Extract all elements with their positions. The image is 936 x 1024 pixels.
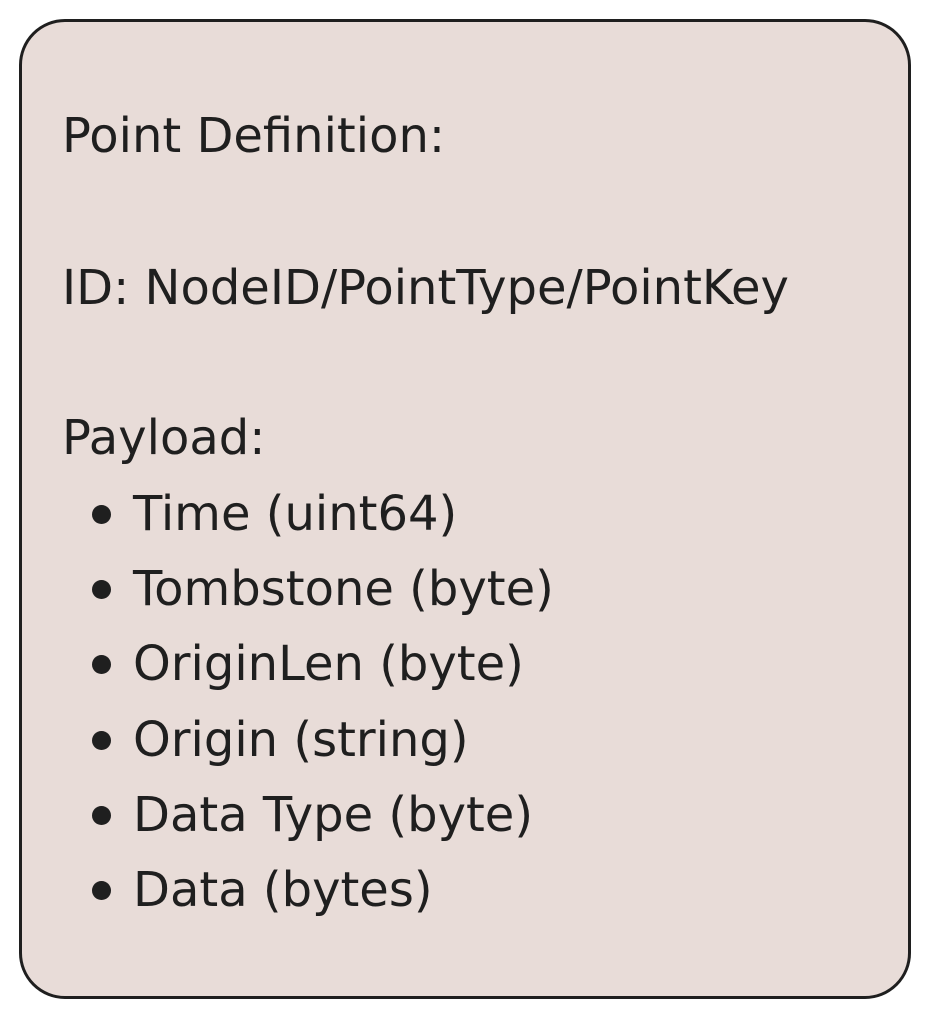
- payload-field-data-type: Data Type (byte): [92, 791, 533, 839]
- payload-field-label: OriginLen (byte): [133, 636, 524, 692]
- bullet-icon: [92, 579, 111, 599]
- payload-field-label: Origin (string): [133, 712, 469, 768]
- payload-field-label: Tombstone (byte): [133, 561, 554, 617]
- bullet-icon: [92, 805, 111, 825]
- bullet-icon: [92, 880, 111, 900]
- point-definition-card: [19, 19, 911, 999]
- bullet-icon: [92, 730, 111, 750]
- payload-field-time: Time (uint64): [92, 490, 457, 538]
- payload-label: Payload:: [62, 410, 266, 466]
- payload-field-origin: Origin (string): [92, 716, 469, 764]
- payload-field-tombstone: Tombstone (byte): [92, 565, 554, 613]
- point-id-format: ID: NodeID/PointType/PointKey: [62, 260, 789, 316]
- point-definition-title: Point Definition:: [62, 108, 446, 164]
- payload-field-label: Data (bytes): [133, 862, 433, 918]
- bullet-icon: [92, 654, 111, 674]
- payload-field-label: Data Type (byte): [133, 787, 534, 843]
- payload-field-origin-len: OriginLen (byte): [92, 640, 524, 688]
- bullet-icon: [92, 504, 111, 524]
- payload-field-data: Data (bytes): [92, 866, 433, 914]
- payload-field-label: Time (uint64): [133, 486, 458, 542]
